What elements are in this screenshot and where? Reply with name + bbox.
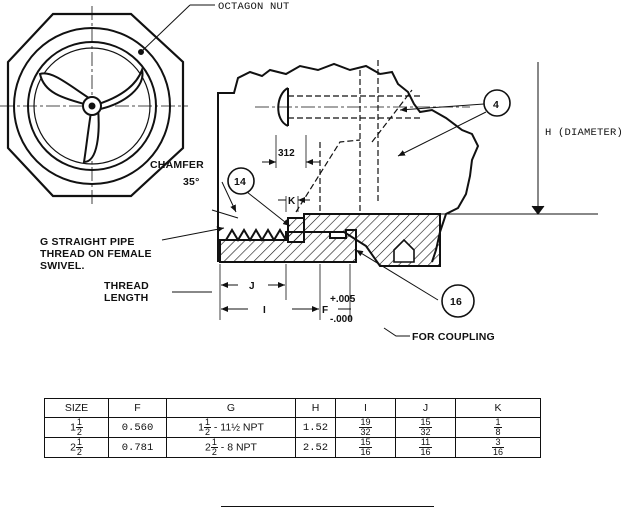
straight-pipe-thread	[225, 228, 287, 242]
tol-minus: -.000	[330, 314, 353, 325]
header-j: J	[395, 398, 456, 418]
g-thread-label-3: SWIVEL.	[40, 260, 85, 272]
spoke	[82, 105, 100, 164]
chamfer-angle: 35°	[183, 176, 199, 188]
chamfer-label: CHAMFER	[150, 159, 204, 171]
header-k: K	[455, 398, 541, 418]
callout-4: 4	[493, 99, 499, 111]
thread-length-label-1: THREAD	[104, 280, 149, 292]
callout-16: 16	[450, 296, 462, 308]
octagon-nut-label: OCTAGON NUT	[218, 1, 290, 13]
dim-k: K	[288, 196, 296, 207]
nut-inner-circle	[27, 41, 157, 171]
callout-14-balloon	[227, 167, 255, 195]
header-h: H	[295, 398, 336, 418]
header-g: G	[166, 398, 296, 418]
tol-plus: +.005	[330, 294, 356, 305]
thread-length-label-2: LENGTH	[104, 292, 148, 304]
cell-h: 1.52	[295, 417, 336, 438]
callout-16-balloon	[441, 284, 475, 318]
spoke	[38, 72, 93, 107]
header-size: SIZE	[44, 398, 109, 418]
callout-14: 14	[234, 176, 246, 188]
callout-4-balloon	[483, 89, 511, 117]
cell-h: 2.52	[295, 437, 336, 458]
g-thread-label-2: THREAD ON FEMALE	[40, 248, 152, 260]
header-i: I	[335, 398, 396, 418]
bottom-rule	[221, 506, 434, 507]
dim-i: I	[263, 305, 266, 316]
g-thread-label-1: G STRAIGHT PIPE	[40, 236, 135, 248]
octagon-outline	[6, 12, 185, 198]
dim-312: 312	[278, 148, 295, 159]
coupling-section	[219, 229, 357, 263]
h-diameter-label: H (DIAMETER)	[545, 127, 623, 139]
dim-f: F	[322, 305, 328, 316]
header-f: F	[108, 398, 167, 418]
body-counterbore	[393, 238, 415, 263]
swivel-coupling-drawing: OCTAGON NUT	[0, 1, 623, 343]
gasket-14	[287, 217, 305, 243]
body-outline	[217, 62, 480, 263]
dim-j: J	[249, 281, 255, 292]
cell-f: 0.781	[108, 437, 167, 458]
swivel-section-view	[161, 60, 598, 337]
nut-outer-circle	[13, 27, 171, 185]
for-coupling-label: FOR COUPLING	[412, 331, 495, 343]
table-header-row: SIZE F G H I J K	[44, 398, 541, 418]
octagon-nut-end-view	[0, 4, 215, 205]
cell-f: 0.560	[108, 417, 167, 438]
